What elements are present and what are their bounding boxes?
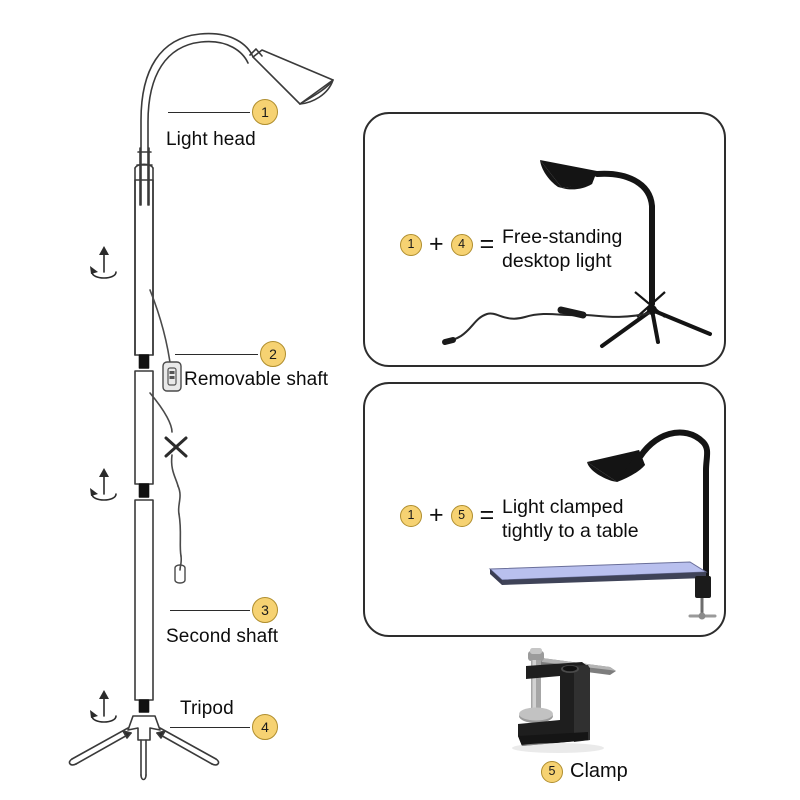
equals-sign-clamped: = <box>479 501 495 529</box>
leader-line-tripod <box>170 727 250 728</box>
label-removable-shaft: Removable shaft <box>184 369 329 390</box>
leader-line-removable-shaft <box>175 354 258 355</box>
clamp-badge-5: 5 <box>541 760 563 783</box>
clamp-caption: 5 Clamp <box>541 760 628 783</box>
formula-badge-1: 1 <box>400 233 422 256</box>
clamped-lamp-figure <box>488 429 717 620</box>
formula-badge-4: 4 <box>450 233 473 256</box>
label-tripod: Tripod <box>180 698 234 719</box>
formula-badge-1-clamped: 1 <box>400 504 422 527</box>
formula-clamped: 1 + 5 = <box>400 503 495 528</box>
callout-badge-2: 2 <box>260 341 286 367</box>
leader-line-light-head <box>168 112 250 113</box>
result-label-free-standing: Free-standing desktop light <box>502 226 623 272</box>
result-label-clamped: Light clamped tightly to a table <box>502 496 639 542</box>
clamp-label: Clamp <box>570 760 628 782</box>
callout-badge-3: 3 <box>252 597 278 623</box>
config-panel-clamped: 1 + 5 = Light clamped tightly to a table <box>363 382 726 637</box>
label-light-head: Light head <box>166 129 256 150</box>
free-standing-lamp-figure <box>442 160 712 348</box>
clamp-product-image <box>470 636 670 761</box>
equals-sign: = <box>479 230 495 258</box>
plus-sign-clamped: + <box>429 501 444 529</box>
config-panel-free-standing: 1 + 4 = Free-standing desktop light <box>363 112 726 367</box>
formula-free-standing: 1 + 4 = <box>400 232 495 257</box>
formula-badge-5: 5 <box>450 504 473 527</box>
leader-line-second-shaft <box>170 610 250 611</box>
plus-sign: + <box>429 230 444 258</box>
callout-badge-4: 4 <box>252 714 278 740</box>
label-second-shaft: Second shaft <box>166 626 279 647</box>
callout-badge-1: 1 <box>252 99 278 125</box>
exploded-floor-lamp-illustration <box>0 0 350 800</box>
